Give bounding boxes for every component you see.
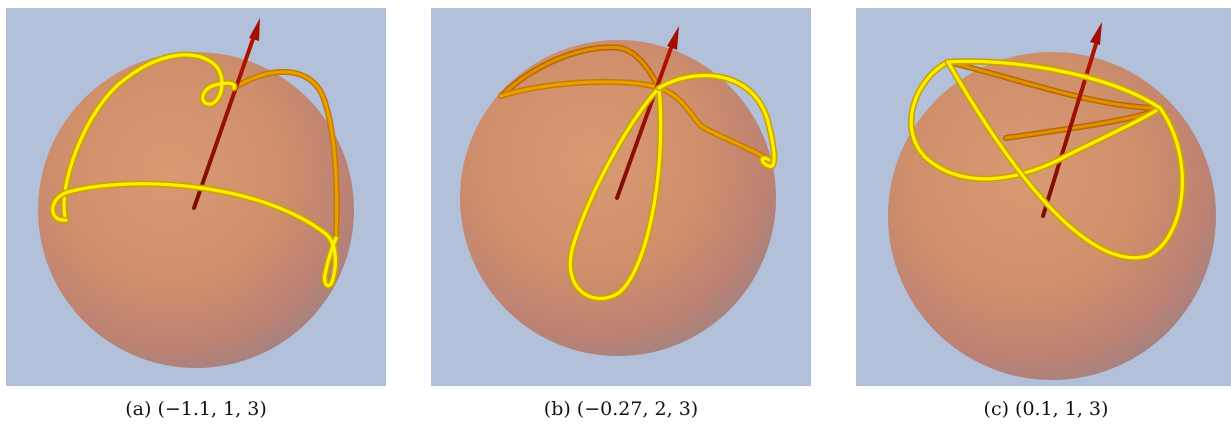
sphere-plot-c — [888, 22, 1216, 380]
panel-a — [6, 8, 386, 386]
sphere — [888, 52, 1216, 380]
panel-c — [856, 8, 1231, 386]
curve-back — [231, 68, 340, 241]
caption-b: (b) (−0.27, 2, 3) — [543, 398, 699, 420]
arrow — [615, 26, 679, 200]
curve-front — [908, 58, 1186, 261]
sphere — [38, 52, 354, 368]
curve-front — [567, 72, 778, 302]
panel-b — [431, 8, 811, 386]
curve-front — [49, 51, 340, 289]
arrow — [1041, 22, 1102, 218]
curve-back — [498, 44, 772, 163]
sphere-plot-b — [460, 26, 778, 356]
arrow — [192, 18, 260, 210]
caption-a: (a) (−1.1, 1, 3) — [125, 398, 267, 420]
caption-c: (c) (0.1, 1, 3) — [983, 398, 1109, 420]
sphere-plot-a — [38, 18, 354, 368]
